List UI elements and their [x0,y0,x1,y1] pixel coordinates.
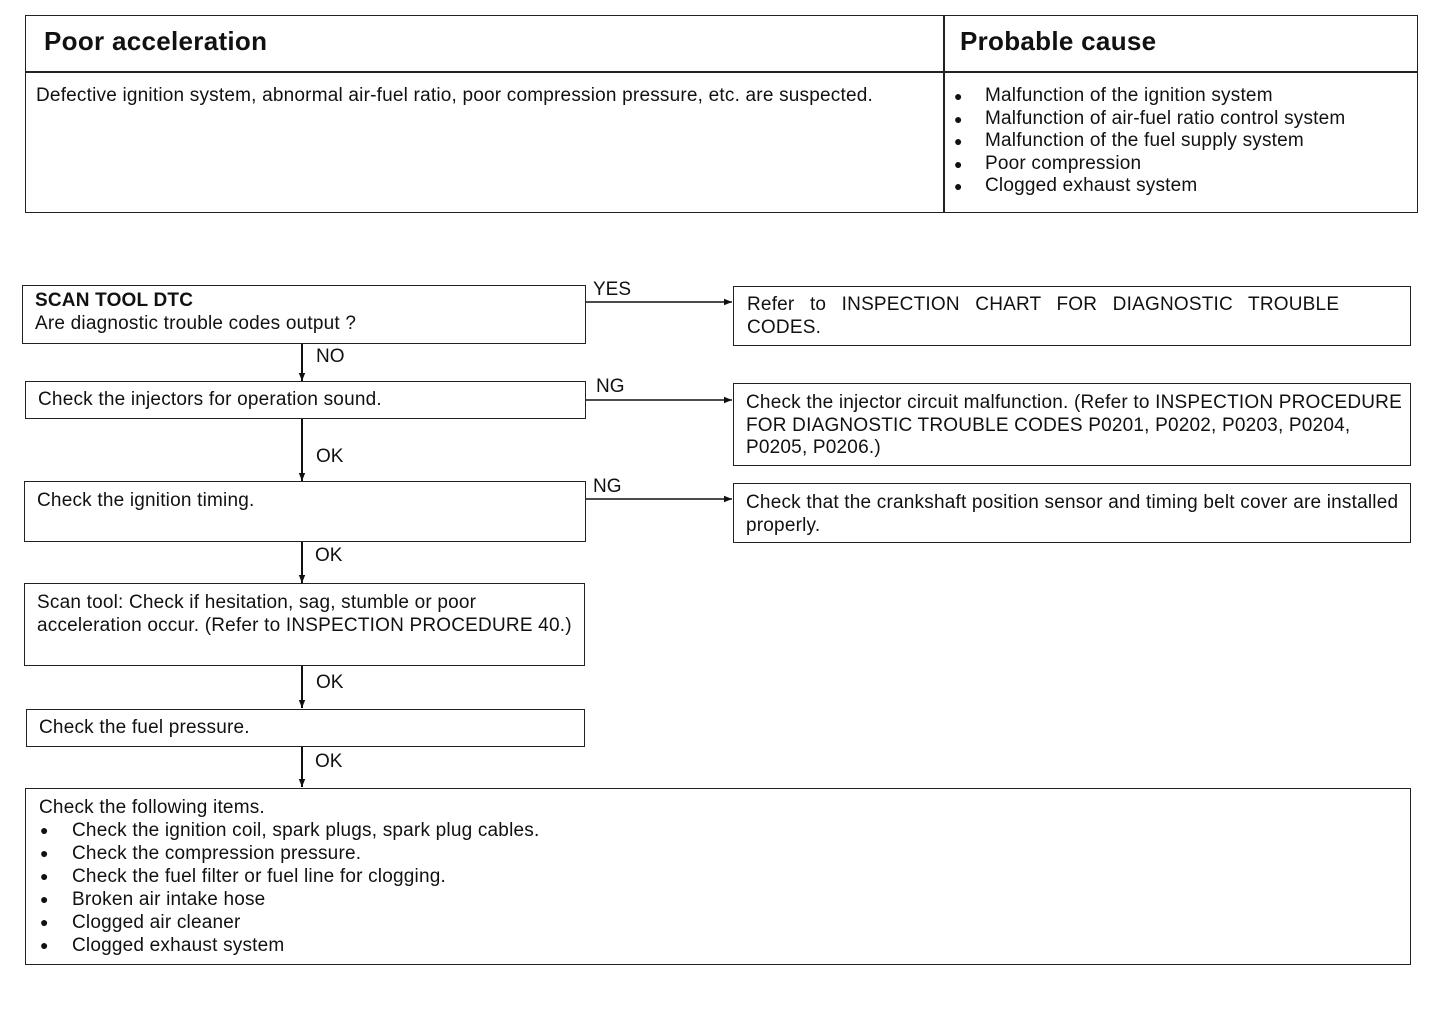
following-items-box: Check the following items. Check the ign… [25,788,1411,965]
no-label: NO [316,346,345,367]
ignition-timing-box: Check the ignition timing. [24,481,586,542]
fuel-pressure-box: Check the fuel pressure. [26,709,585,747]
ok-label-1: OK [316,446,344,467]
check-item: Check the ignition coil, spark plugs, sp… [39,819,1410,842]
cause-item: Clogged exhaust system [953,175,1413,198]
symptom-description: Defective ignition system, abnormal air-… [36,85,873,106]
following-items-list: Check the ignition coil, spark plugs, sp… [39,819,1410,957]
check-item: Broken air intake hose [39,888,1410,911]
cause-item: Malfunction of air-fuel ratio control sy… [953,108,1413,131]
scan-tool-dtc-title: SCAN TOOL DTC [35,290,194,311]
header-column-divider [943,15,945,213]
crankshaft-result-box: Check that the crankshaft position senso… [733,483,1411,543]
ignition-timing-text: Check the ignition timing. [37,490,255,511]
cause-item: Poor compression [953,153,1413,176]
injector-check-box: Check the injectors for operation sound. [25,381,586,419]
injector-check-text: Check the injectors for operation sound. [38,389,382,410]
following-items-title: Check the following items. [39,797,265,818]
check-item: Clogged air cleaner [39,911,1410,934]
check-item: Check the fuel filter or fuel line for c… [39,865,1410,888]
fuel-pressure-text: Check the fuel pressure. [39,717,250,738]
dtc-result-box: Refer to INSPECTION CHART FOR DIAGNOSTIC… [733,286,1411,346]
check-item: Check the compression pressure. [39,842,1410,865]
ok-label-2: OK [315,545,343,566]
scan-tool-hesitation-box: Scan tool: Check if hesitation, sag, stu… [24,583,585,666]
probable-cause-list: Malfunction of the ignition system Malfu… [953,85,1413,198]
ok-label-3: OK [316,672,344,693]
cause-item: Malfunction of the fuel supply system [953,130,1413,153]
dtc-result-text: Refer to INSPECTION CHART FOR DIAGNOSTIC… [747,294,1340,338]
check-item: Clogged exhaust system [39,934,1410,957]
ng-label-timing: NG [593,476,622,497]
scan-tool-dtc-box: SCAN TOOL DTC Are diagnostic trouble cod… [22,285,586,344]
crankshaft-result-text: Check that the crankshaft position senso… [746,492,1399,536]
probable-cause-title: Probable cause [960,26,1157,56]
yes-label: YES [593,279,632,300]
cause-item: Malfunction of the ignition system [953,85,1413,108]
scan-tool-dtc-question: Are diagnostic trouble codes output ? [35,312,357,334]
ng-label-injector: NG [596,376,625,397]
header-row-divider [25,71,1418,73]
injector-result-text: Check the injector circuit malfunction. … [746,392,1402,458]
symptom-title: Poor acceleration [44,26,268,56]
injector-result-box: Check the injector circuit malfunction. … [733,383,1411,466]
scan-tool-hesitation-text: Scan tool: Check if hesitation, sag, stu… [37,592,572,636]
ok-label-4: OK [315,751,343,772]
